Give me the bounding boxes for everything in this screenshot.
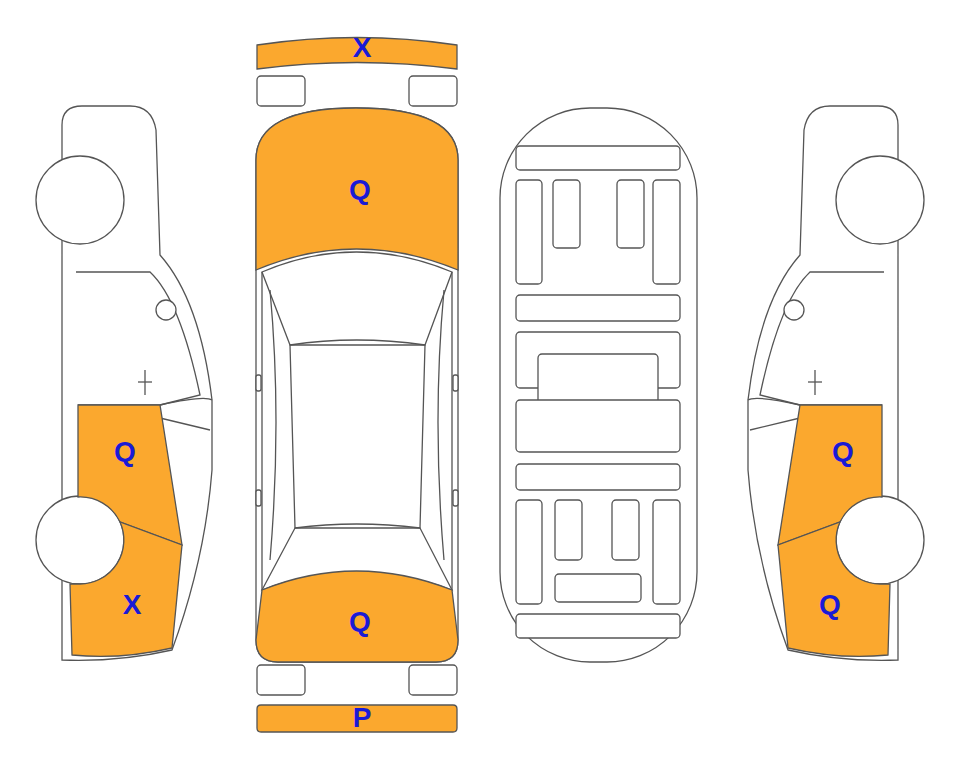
damage-fill	[256, 108, 458, 270]
damage-fill	[257, 705, 457, 732]
damage-code: Q	[832, 438, 854, 466]
damage-code: X	[123, 591, 142, 619]
damage-region: P	[250, 700, 464, 738]
underside-view	[500, 108, 697, 662]
top-view	[256, 76, 458, 695]
damage-code: Q	[349, 608, 371, 636]
left-side-view	[36, 106, 212, 660]
damage-fill	[778, 405, 882, 545]
region-shape	[772, 515, 894, 663]
damage-code: Q	[349, 176, 371, 204]
damage-region: Q	[772, 515, 894, 663]
damage-code: P	[353, 704, 372, 732]
damage-region: X	[66, 515, 188, 663]
damage-fill	[778, 522, 890, 656]
right-side-view	[748, 106, 924, 660]
damage-region: X	[250, 28, 464, 76]
damage-code: X	[353, 34, 372, 62]
damage-code: Q	[819, 591, 841, 619]
region-shape	[66, 515, 188, 663]
damage-region: Q	[250, 550, 464, 666]
damage-region: Q	[250, 100, 464, 275]
damage-fill	[256, 571, 458, 662]
damage-fill	[70, 522, 182, 656]
damage-fill	[78, 405, 182, 545]
damage-code: Q	[114, 438, 136, 466]
